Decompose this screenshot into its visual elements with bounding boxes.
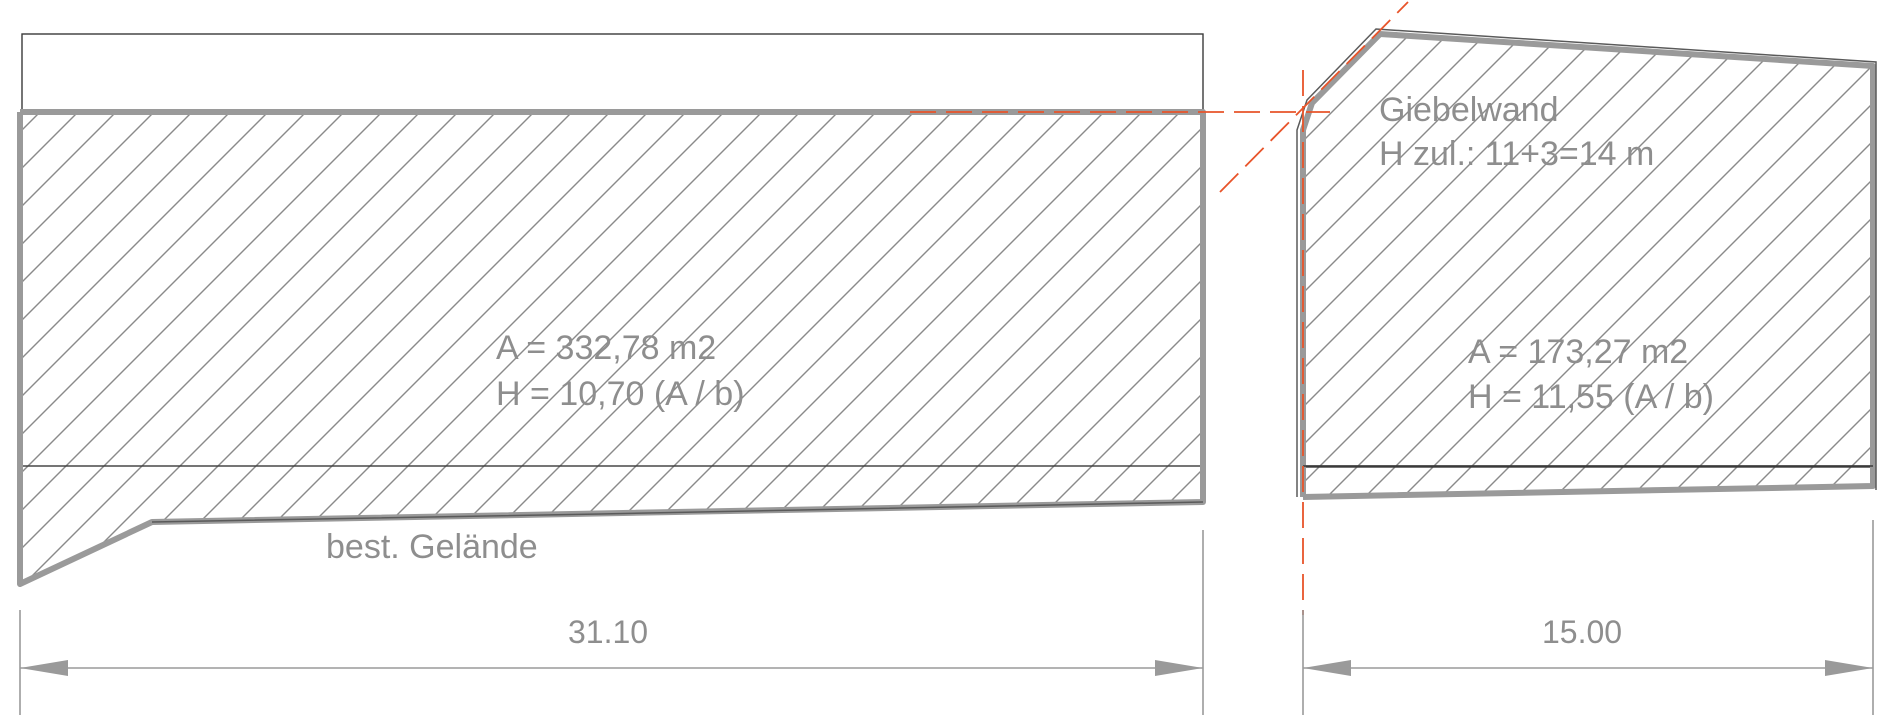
left-area-label: A = 332,78 m2 xyxy=(496,329,716,367)
right-facade-inner-outline xyxy=(1296,28,1877,497)
right-height-label: H = 11,55 (A / b) xyxy=(1468,378,1714,416)
diagonal-axis-line xyxy=(1219,1,1409,193)
gable-wall-label: Giebelwand xyxy=(1379,91,1559,129)
left-dim-arrow-start xyxy=(20,660,68,676)
terrain-label: best. Gelände xyxy=(326,528,538,566)
left-dim-arrow-end xyxy=(1155,660,1203,676)
left-terrain-line xyxy=(151,501,1204,523)
right-width-label: 15.00 xyxy=(1542,614,1622,650)
labels: A = 332,78 m2 H = 10,70 (A / b) best. Ge… xyxy=(326,91,1714,650)
right-dim-arrow-start xyxy=(1303,660,1351,676)
left-facade xyxy=(17,33,1206,587)
right-facade xyxy=(1296,28,1877,500)
left-width-label: 31.10 xyxy=(568,614,648,650)
left-height-label: H = 10,70 (A / b) xyxy=(496,375,745,413)
right-facade-hatched-area xyxy=(1303,34,1873,497)
right-dim-arrow-end xyxy=(1825,660,1873,676)
right-area-label: A = 173,27 m2 xyxy=(1468,333,1688,371)
reference-axes xyxy=(910,1,1409,615)
allowed-height-label: H zul.: 11+3=14 m xyxy=(1379,135,1654,173)
dimension-lines xyxy=(19,520,1874,715)
